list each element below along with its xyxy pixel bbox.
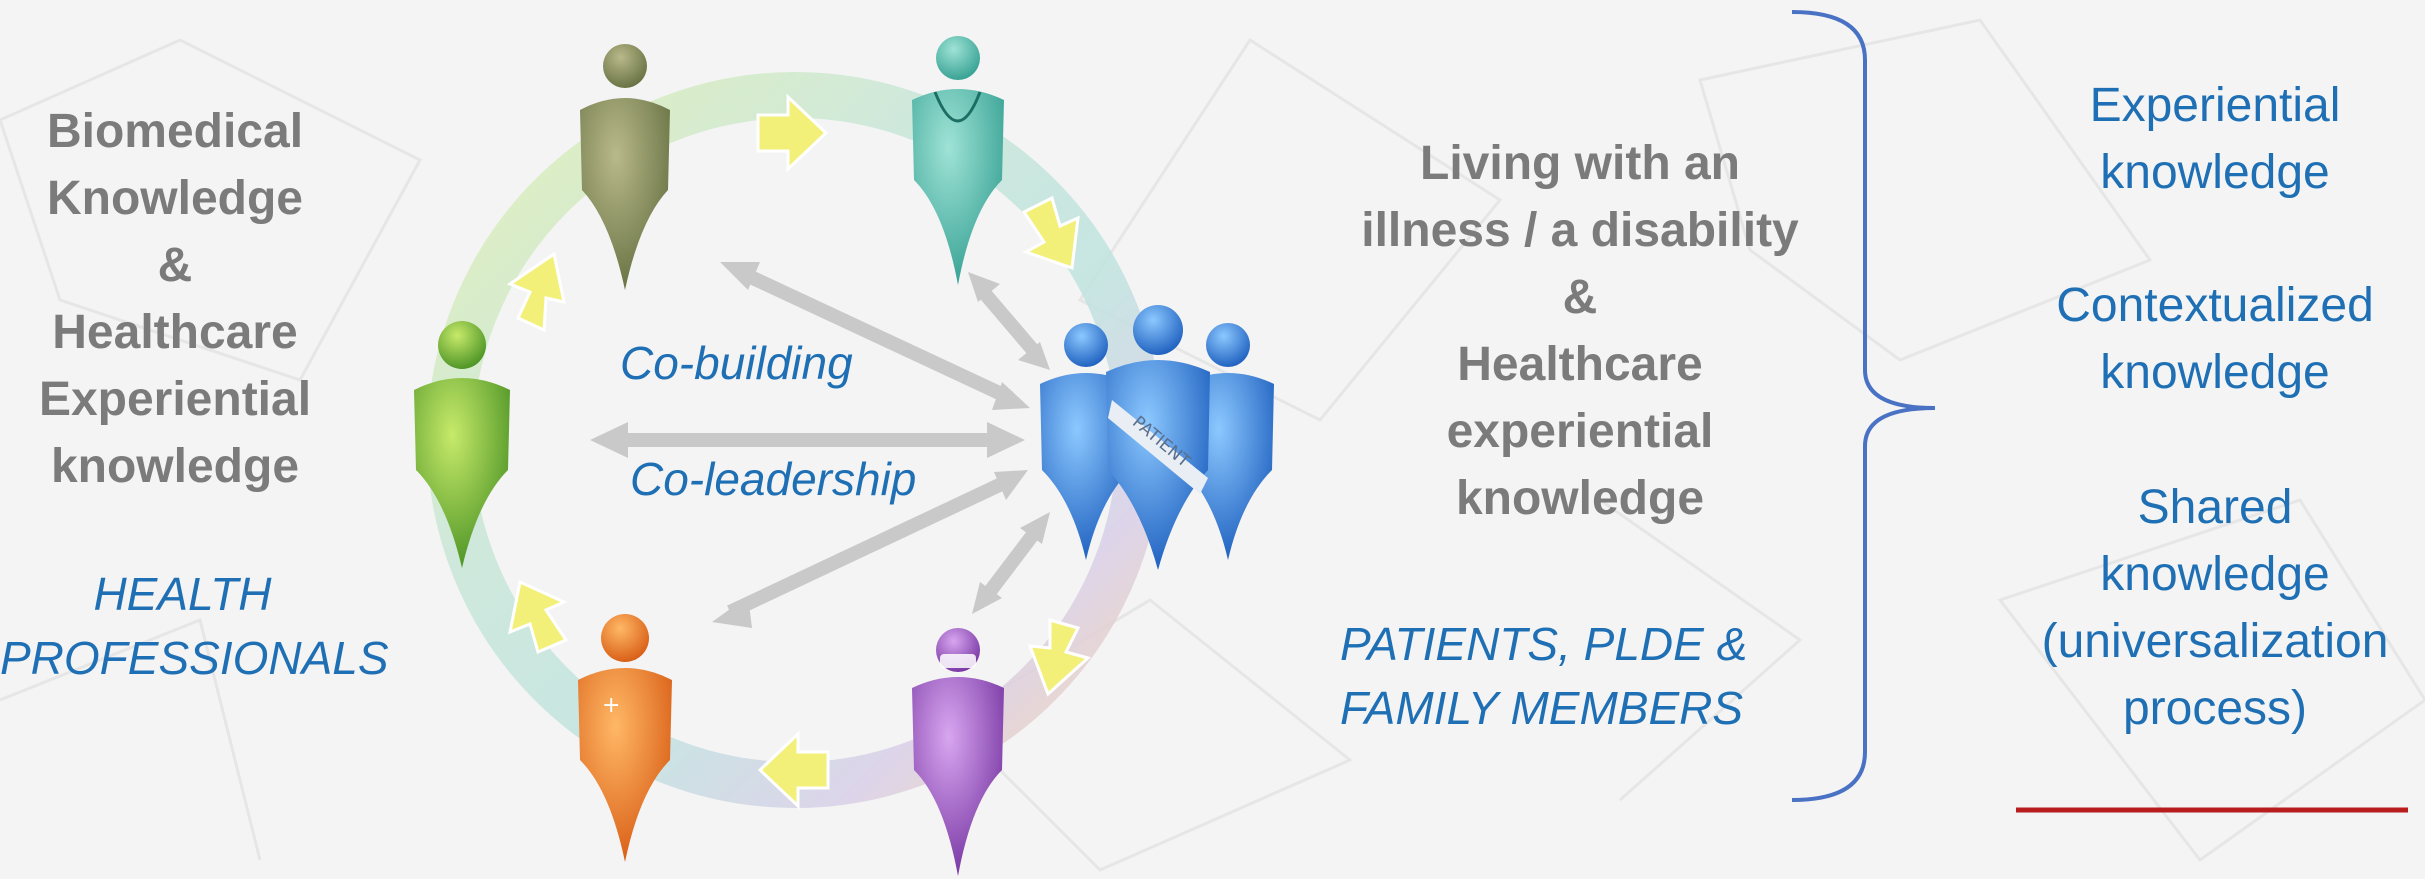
left-line-2: Knowledge (46, 172, 303, 225)
co-building-label: Co-building (620, 337, 853, 389)
right-item1-line-2: knowledge (2100, 146, 2330, 199)
middle-line-4: Healthcare (1457, 338, 1703, 391)
cycle-arrows (506, 93, 1092, 810)
middle-knowledge-text: Living with an illness / a disability & … (1330, 130, 1830, 532)
middle-group-line-1: PATIENTS, PLDE & (1340, 618, 1748, 670)
right-item2-line-1: Contextualized (2056, 279, 2374, 332)
left-line-3: & (157, 239, 193, 292)
left-line-6: knowledge (50, 440, 300, 493)
co-leadership-label: Co-leadership (630, 453, 917, 505)
figure-purple-professional (912, 628, 1004, 876)
middle-line-2: illness / a disability (1361, 204, 1799, 257)
patients-group-label: PATIENTS, PLDE & FAMILY MEMBERS (1340, 612, 1810, 740)
right-brace (1791, 10, 1936, 802)
left-group-line-1: HEALTH (93, 568, 272, 620)
figure-nurse-stethoscope (912, 36, 1004, 285)
middle-group-line-2: FAMILY MEMBERS (1340, 682, 1744, 734)
shared-knowledge-item: Shared knowledge (universalization proce… (1985, 474, 2425, 742)
exchange-arrows (590, 262, 1050, 628)
right-item3-line-3: (universalization (2041, 615, 2389, 668)
left-group-line-2: PROFESSIONALS (0, 632, 389, 684)
right-item3-line-2: knowledge (2100, 548, 2330, 601)
left-line-1: Biomedical (46, 105, 304, 158)
right-item3-line-1: Shared (2137, 481, 2293, 534)
left-line-4: Healthcare (52, 306, 298, 359)
figure-green-professional (414, 321, 510, 568)
middle-line-1: Living with an (1420, 137, 1740, 190)
middle-line-5: experiential (1446, 405, 1714, 458)
right-item2-line-2: knowledge (2100, 346, 2330, 399)
right-item3-line-4: process) (2122, 682, 2308, 735)
left-line-5: Experiential (38, 373, 312, 426)
figure-doctor (580, 44, 670, 290)
health-professionals-label: HEALTH PROFESSIONALS (0, 562, 389, 690)
figure-patients-group (1040, 305, 1274, 570)
figure-orange-professional: + (578, 614, 672, 862)
right-item1-line-1: Experiential (2089, 79, 2341, 132)
left-knowledge-text: Biomedical Knowledge & Healthcare Experi… (20, 98, 330, 500)
contextualized-knowledge-item: Contextualized knowledge (1985, 272, 2425, 406)
experiential-knowledge-item: Experiential knowledge (1985, 72, 2425, 206)
middle-line-6: knowledge (1455, 472, 1705, 525)
middle-line-3: & (1562, 271, 1598, 324)
svg-text:+: + (602, 693, 620, 718)
